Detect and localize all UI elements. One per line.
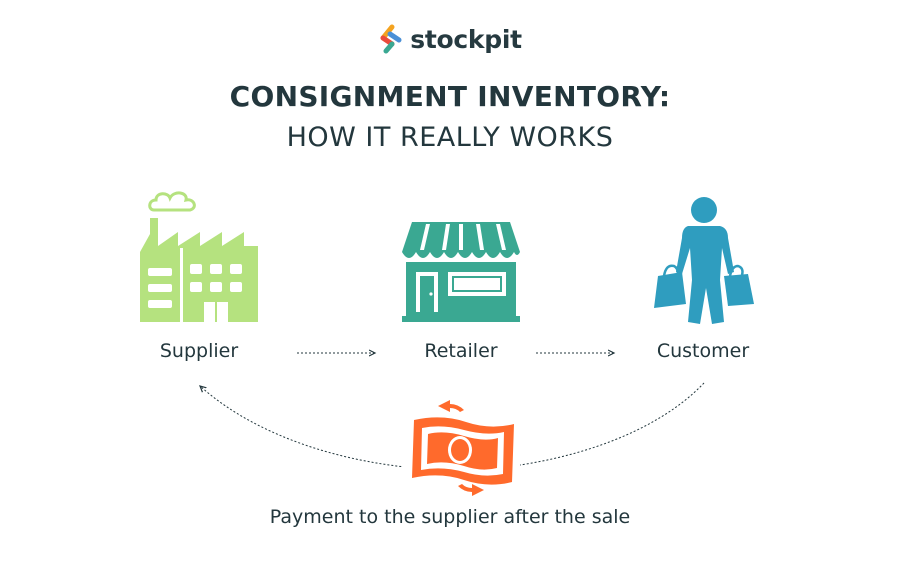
- money-exchange-icon: [402, 400, 520, 496]
- customer-label: Customer: [656, 340, 750, 362]
- retailer-label: Retailer: [424, 340, 498, 362]
- page-title: CONSIGNMENT INVENTORY:: [229, 80, 671, 113]
- brand-name: stockpit: [410, 24, 522, 54]
- page-subtitle: HOW IT REALLY WORKS: [286, 122, 614, 153]
- store-icon: [402, 222, 520, 322]
- shopper-icon: [654, 197, 754, 324]
- factory-icon: [140, 191, 258, 322]
- brand-logo: stockpit: [0, 24, 900, 54]
- supplier-label: Supplier: [159, 340, 239, 362]
- payment-caption: Payment to the supplier after the sale: [269, 506, 631, 528]
- stockpit-logo-icon: [380, 24, 402, 54]
